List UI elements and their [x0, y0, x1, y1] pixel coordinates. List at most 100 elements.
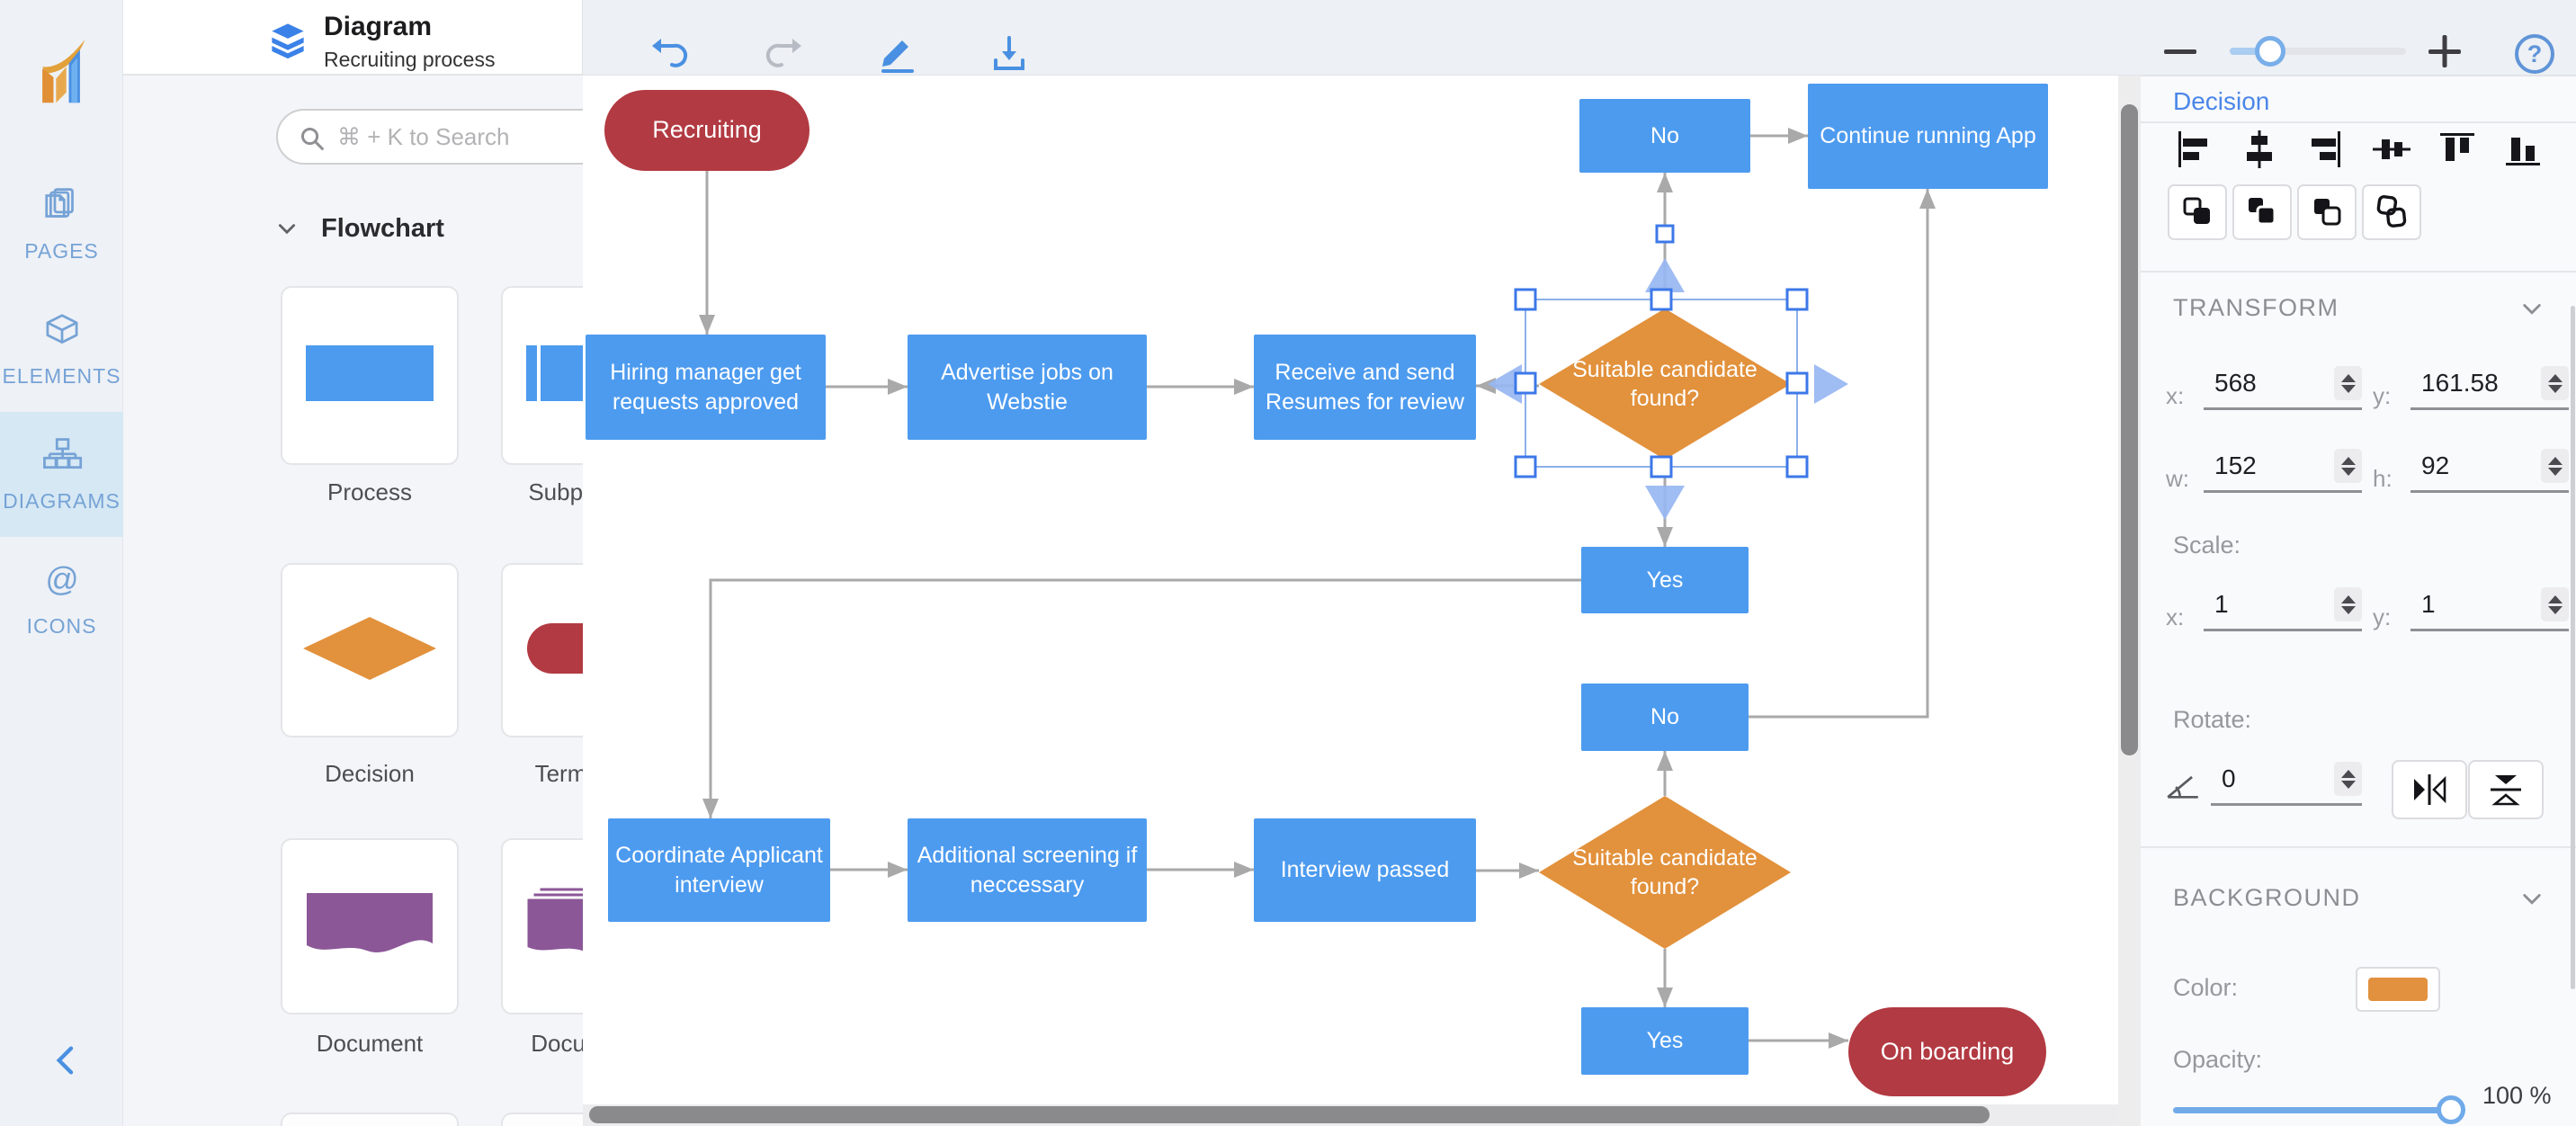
- flow-node-no-2[interactable]: No: [1581, 684, 1749, 751]
- document-header: Diagram Recruiting process: [123, 0, 583, 76]
- align-top-button[interactable]: [2437, 129, 2478, 170]
- undo-icon: [652, 38, 688, 67]
- send-to-back-button[interactable]: [2362, 184, 2421, 240]
- flow-node-continue-app[interactable]: Continue running App: [1808, 84, 2048, 189]
- stepper[interactable]: [2541, 366, 2569, 400]
- align-bottom-button[interactable]: [2502, 129, 2544, 170]
- library-card-document[interactable]: [281, 838, 459, 1014]
- flow-node-no-1[interactable]: No: [1579, 99, 1750, 173]
- zoom-slider[interactable]: [2230, 36, 2406, 67]
- transform-y-field[interactable]: y: 161.58: [2373, 366, 2569, 410]
- align-center-vertical-icon: [2371, 139, 2412, 173]
- transform-w-field[interactable]: w: 152: [2166, 449, 2362, 493]
- scale-y-field[interactable]: y: 1: [2373, 587, 2569, 631]
- connector-arrowhead: [699, 315, 715, 335]
- redo-icon: [765, 38, 801, 67]
- rail-item-diagrams[interactable]: DIAGRAMS: [0, 412, 123, 537]
- flow-node-receive[interactable]: Receive and send Resumes for review: [1254, 335, 1476, 440]
- rail-item-elements[interactable]: ELEMENTS: [0, 287, 123, 412]
- flow-node-yes-1[interactable]: Yes: [1581, 547, 1749, 613]
- flow-node-advertise[interactable]: Advertise jobs on Webstie: [908, 335, 1147, 440]
- stepper[interactable]: [2541, 449, 2569, 483]
- scale-x-field[interactable]: x: 1: [2166, 587, 2362, 631]
- node-label: No: [1650, 122, 1679, 148]
- align-right-button[interactable]: [2304, 129, 2346, 170]
- flow-node-onboarding[interactable]: On boarding: [1848, 1007, 2046, 1096]
- flow-node-yes-2[interactable]: Yes: [1581, 1007, 1749, 1075]
- flow-node-hiring[interactable]: Hiring manager get requests approved: [586, 335, 826, 440]
- connector[interactable]: [1749, 189, 1929, 719]
- transform-x-field[interactable]: x: 568: [2166, 366, 2362, 410]
- undo-button[interactable]: [648, 32, 691, 76]
- search-box[interactable]: [276, 109, 620, 165]
- pages-icon: [41, 185, 83, 231]
- stepper[interactable]: [2334, 762, 2362, 796]
- stepper[interactable]: [2334, 449, 2362, 483]
- opacity-slider-thumb[interactable]: [2437, 1095, 2465, 1124]
- collapse-panel-button[interactable]: [43, 1041, 83, 1081]
- library-card-process[interactable]: [281, 286, 459, 465]
- library-card-decision[interactable]: [281, 563, 459, 737]
- rail-item-icons[interactable]: @ICONS: [0, 537, 123, 662]
- transform-h-field[interactable]: h: 92: [2373, 449, 2569, 493]
- zoom-slider-thumb[interactable]: [2255, 36, 2285, 67]
- rotate-field[interactable]: 0: [2166, 762, 2362, 806]
- redo-button[interactable]: [763, 32, 806, 76]
- flow-node-decision-1[interactable]: Suitable candidate found?: [1539, 308, 1791, 460]
- background-color-swatch[interactable]: [2356, 967, 2440, 1012]
- bring-to-front-button[interactable]: [2232, 184, 2292, 240]
- node-label: Hiring manager get requests approved: [610, 360, 801, 415]
- node-label: Additional screening if neccessary: [917, 843, 1138, 898]
- send-to-back-icon: [2374, 193, 2410, 232]
- library-card-partial[interactable]: [281, 1113, 459, 1126]
- download-icon: [994, 35, 1024, 70]
- flow-node-additional[interactable]: Additional screening if neccessary: [908, 818, 1147, 922]
- stepper[interactable]: [2541, 587, 2569, 621]
- app-logo-icon[interactable]: [27, 38, 95, 106]
- align-left-icon: [2173, 131, 2214, 173]
- flow-node-coordinate[interactable]: Coordinate Applicant interview: [608, 818, 830, 922]
- zoom-out-button[interactable]: [2155, 27, 2205, 77]
- align-center-horizontal-button[interactable]: [2239, 129, 2280, 170]
- flow-node-decision-2[interactable]: Suitable candidate found?: [1539, 796, 1791, 949]
- library-card-label: Decision: [325, 760, 415, 787]
- flip-horizontal-button[interactable]: [2392, 760, 2467, 819]
- flow-node-interview[interactable]: Interview passed: [1254, 818, 1476, 922]
- flow-node-recruiting[interactable]: Recruiting: [604, 90, 809, 171]
- stepper[interactable]: [2334, 366, 2362, 400]
- background-section-header[interactable]: BACKGROUND: [2173, 884, 2544, 912]
- flip-vertical-icon: [2491, 775, 2521, 806]
- inspector-scrollbar[interactable]: [2571, 306, 2575, 989]
- bring-forward-button[interactable]: [2168, 184, 2227, 240]
- inspector-panel: Decision TRANSFORM x: 568 y: 161.58 w: 1…: [2141, 76, 2576, 1126]
- send-backward-button[interactable]: [2297, 184, 2357, 240]
- flip-horizontal-icon: [2414, 774, 2446, 805]
- chevron-down-icon: [2523, 893, 2541, 905]
- stepper[interactable]: [2334, 587, 2362, 621]
- bring-forward-icon: [2179, 193, 2215, 232]
- canvas-vscrollbar-thumb[interactable]: [2121, 104, 2138, 755]
- help-button[interactable]: ?: [2515, 34, 2554, 74]
- rail-item-pages[interactable]: PAGES: [0, 162, 123, 287]
- transform-section-header[interactable]: TRANSFORM: [2173, 294, 2544, 322]
- color-swatch: [2368, 978, 2428, 1001]
- download-button[interactable]: [988, 32, 1031, 76]
- connector-arrowhead: [1829, 1032, 1848, 1049]
- connector[interactable]: [709, 578, 1581, 818]
- edit-button[interactable]: [875, 32, 918, 76]
- node-label: Interview passed: [1280, 857, 1450, 883]
- section-flowchart[interactable]: Flowchart: [276, 214, 444, 244]
- search-input[interactable]: [335, 116, 605, 157]
- align-center-vertical-button[interactable]: [2371, 129, 2412, 170]
- zoom-in-button[interactable]: [2419, 27, 2470, 77]
- connector-arrowhead: [702, 799, 719, 818]
- layers-icon: [270, 20, 306, 59]
- connector-arrowhead: [1919, 189, 1936, 209]
- opacity-slider[interactable]: [2173, 1095, 2465, 1124]
- canvas-hscrollbar-thumb[interactable]: [589, 1106, 1990, 1123]
- align-left-button[interactable]: [2173, 129, 2214, 170]
- flip-vertical-button[interactable]: [2468, 760, 2544, 819]
- selected-shape-title: Decision: [2173, 87, 2270, 115]
